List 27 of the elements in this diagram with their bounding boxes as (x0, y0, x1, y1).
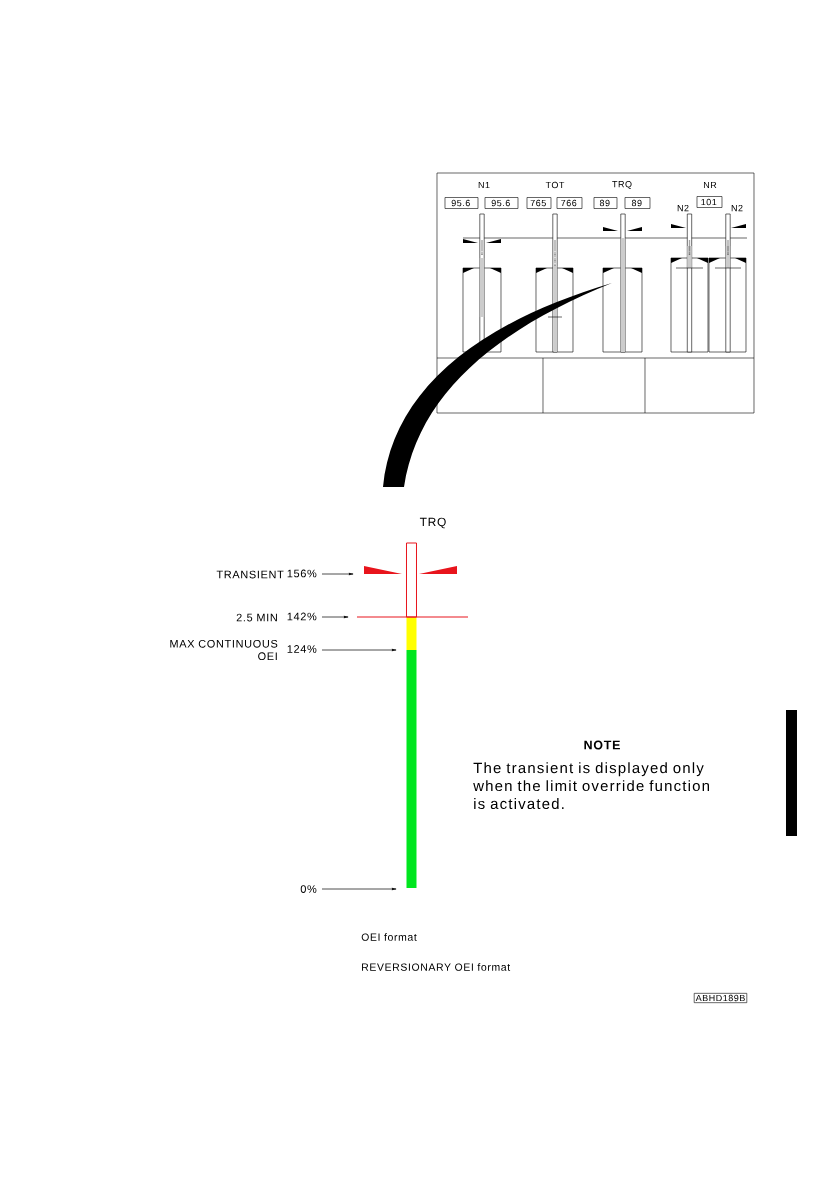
gauge-label: NR (704, 181, 717, 189)
leader-arrow (321, 572, 354, 576)
readout-box: 89 (593, 197, 618, 209)
readout-box: 101 (696, 196, 723, 208)
reference-code-box: ABHD189B (693, 993, 748, 1003)
readout-box: 765 (526, 197, 552, 209)
level-label: 0% (300, 885, 317, 893)
gauge-label: TOT (545, 181, 565, 189)
leader-arrow (321, 615, 349, 619)
leader-arrow (321, 648, 397, 652)
readout-box: 95.6 (444, 197, 479, 209)
level-label: 2.5 MIN 142% (236, 612, 317, 622)
torque-gauge-drawing (356, 542, 469, 888)
level-label: MAX CONTINUOUS OEI 124% (170, 639, 317, 661)
level-label: TRANSIENT 156% (216, 569, 317, 579)
readout-box: 766 (556, 197, 583, 209)
gauge-label: N2 (677, 204, 689, 212)
readout-box: 95.6 (484, 197, 519, 209)
gauge-title: TRQ (419, 517, 446, 529)
gauge-label: N1 (478, 181, 490, 189)
gauge-label: N2 (731, 204, 743, 212)
readout-box: 89 (624, 197, 651, 209)
leader-arrow (321, 887, 397, 891)
format-caption: REVERSIONARY OEI format (362, 963, 511, 971)
note-heading: NOTE (584, 740, 620, 750)
gauge-label: TRQ (612, 181, 632, 189)
format-caption: OEI format (361, 933, 417, 941)
